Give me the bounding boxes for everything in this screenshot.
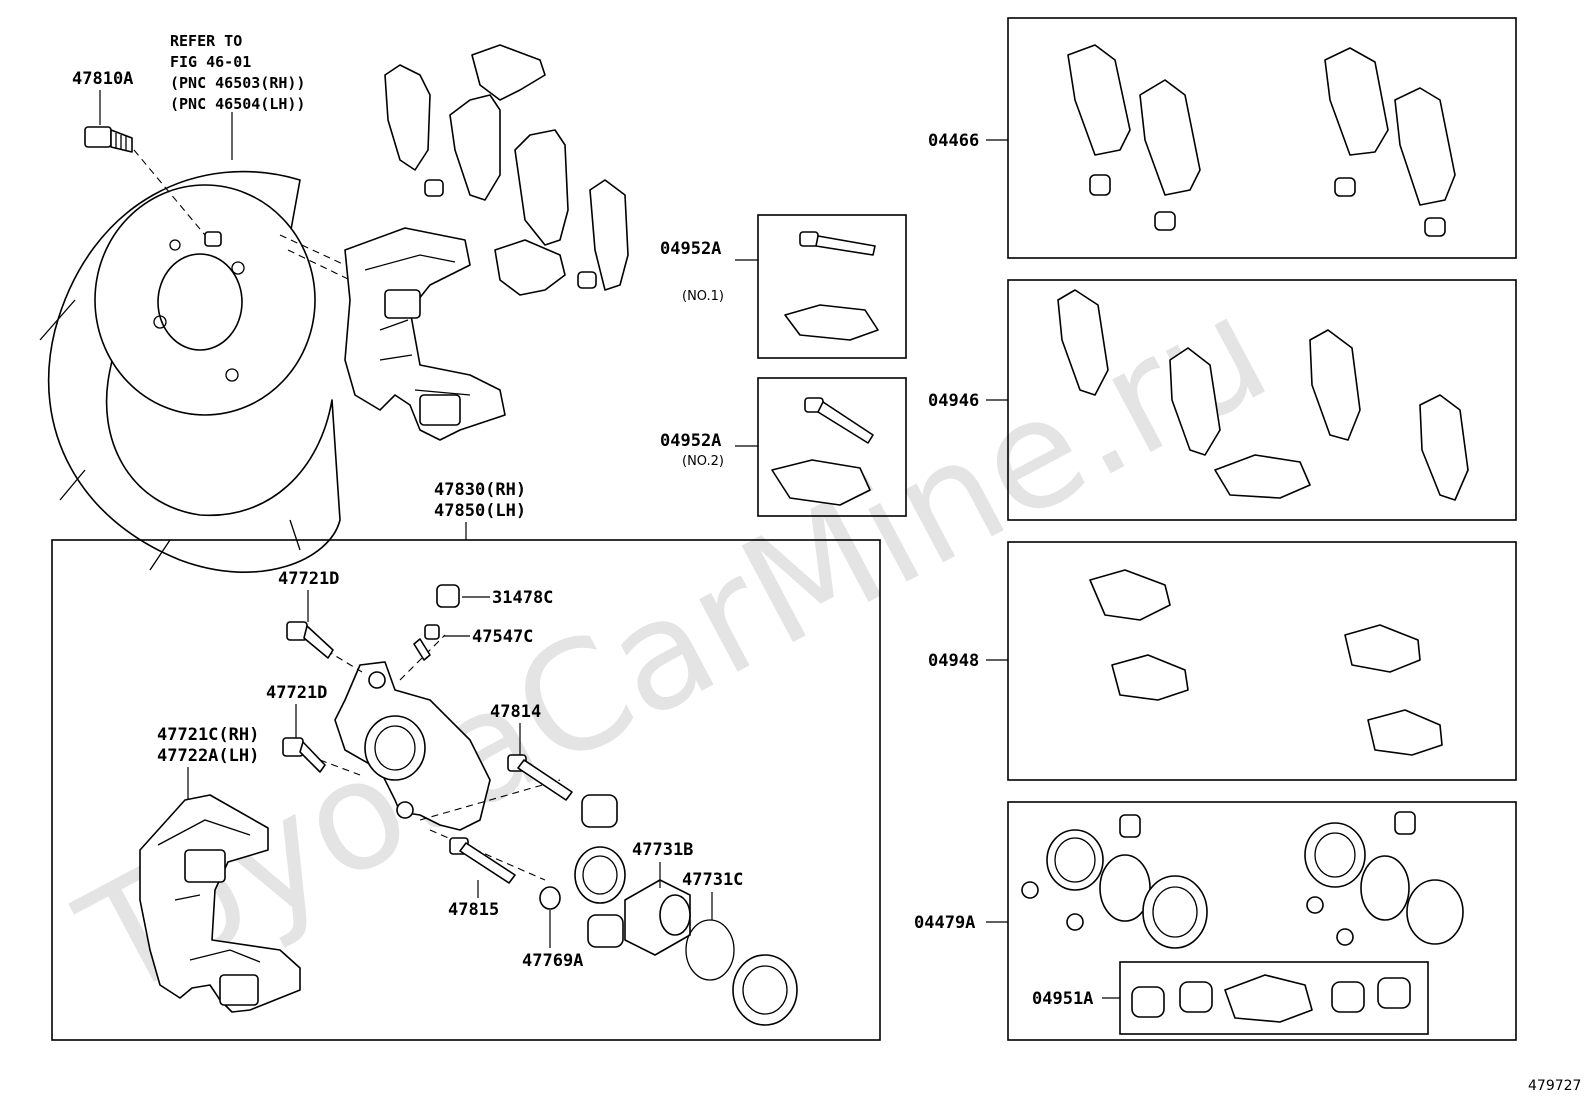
label-47815: 47815 bbox=[448, 900, 499, 920]
bolt-47810a bbox=[84, 126, 206, 236]
caliper-bracket-lower bbox=[139, 794, 301, 1013]
label-47769a: 47769A bbox=[522, 951, 583, 971]
dust-shield bbox=[39, 170, 341, 573]
box-04466 bbox=[1007, 17, 1517, 259]
label-47830-rh: 47830(RH) bbox=[434, 480, 526, 500]
label-47850-lh: 47850(LH) bbox=[434, 501, 526, 521]
label-47721d-lower: 47721D bbox=[266, 683, 327, 703]
label-47721c-rh: 47721C(RH) bbox=[157, 725, 259, 745]
piston-seal-ring bbox=[574, 846, 626, 904]
slide-pin-no2 bbox=[771, 397, 874, 506]
brake-pads-top bbox=[384, 44, 629, 296]
bleeder-cap-31478c bbox=[436, 584, 460, 608]
boot-lower bbox=[587, 914, 624, 948]
bolt-47721d-upper bbox=[286, 621, 334, 659]
label-04951a: 04951A bbox=[1032, 989, 1093, 1009]
box-04952a-no1 bbox=[757, 214, 907, 359]
note-pnc-rh: (PNC 46503(RH)) bbox=[170, 74, 305, 92]
note-fig: FIG 46-01 bbox=[170, 53, 251, 71]
seal-47731c bbox=[685, 919, 735, 981]
slide-pin-47815 bbox=[449, 837, 516, 884]
label-47731b: 47731B bbox=[632, 840, 693, 860]
label-04952a-no1: 04952A bbox=[660, 239, 721, 259]
slide-pin-no1 bbox=[784, 231, 879, 341]
label-no2: (NO.2) bbox=[682, 454, 724, 469]
label-04948: 04948 bbox=[928, 651, 979, 671]
label-47814: 47814 bbox=[490, 702, 541, 722]
label-04946: 04946 bbox=[928, 391, 979, 411]
slide-pin-47814 bbox=[507, 754, 573, 801]
caliper-bracket-top bbox=[279, 227, 506, 441]
label-47731c: 47731C bbox=[682, 870, 743, 890]
box-04948 bbox=[1007, 541, 1517, 781]
label-47722a-lh: 47722A(LH) bbox=[157, 746, 259, 766]
box-04952a-no2 bbox=[757, 377, 907, 517]
seal-kit-04479a bbox=[1021, 811, 1464, 949]
label-04952a-no2: 04952A bbox=[660, 431, 721, 451]
box-04479a bbox=[1007, 801, 1517, 1041]
note-pnc-lh: (PNC 46504(LH)) bbox=[170, 95, 305, 113]
bushing-47769a bbox=[539, 886, 561, 910]
caliper-body bbox=[315, 634, 561, 881]
label-47547c: 47547C bbox=[472, 627, 533, 647]
label-47721d-upper: 47721D bbox=[278, 569, 339, 589]
pad-kit-04466 bbox=[1067, 44, 1456, 237]
boot-kit-04951a bbox=[1131, 974, 1411, 1023]
label-04479a: 04479A bbox=[914, 913, 975, 933]
label-no1: (NO.1) bbox=[682, 289, 724, 304]
bolt-47721d-lower bbox=[282, 737, 326, 773]
dust-boot-ring bbox=[732, 954, 798, 1026]
boot-upper bbox=[581, 794, 618, 828]
note-refer-to: REFER TO bbox=[170, 32, 242, 50]
label-04466: 04466 bbox=[928, 131, 979, 151]
diagram-id: 479727 bbox=[1528, 1078, 1581, 1094]
piston-47731b bbox=[624, 879, 691, 956]
bleeder-screw-47547c bbox=[413, 624, 440, 661]
label-31478c: 31478C bbox=[492, 588, 553, 608]
shim-kit-04946 bbox=[1057, 289, 1469, 501]
label-47810a: 47810A bbox=[72, 69, 133, 89]
clip-kit-04948 bbox=[1089, 569, 1443, 756]
